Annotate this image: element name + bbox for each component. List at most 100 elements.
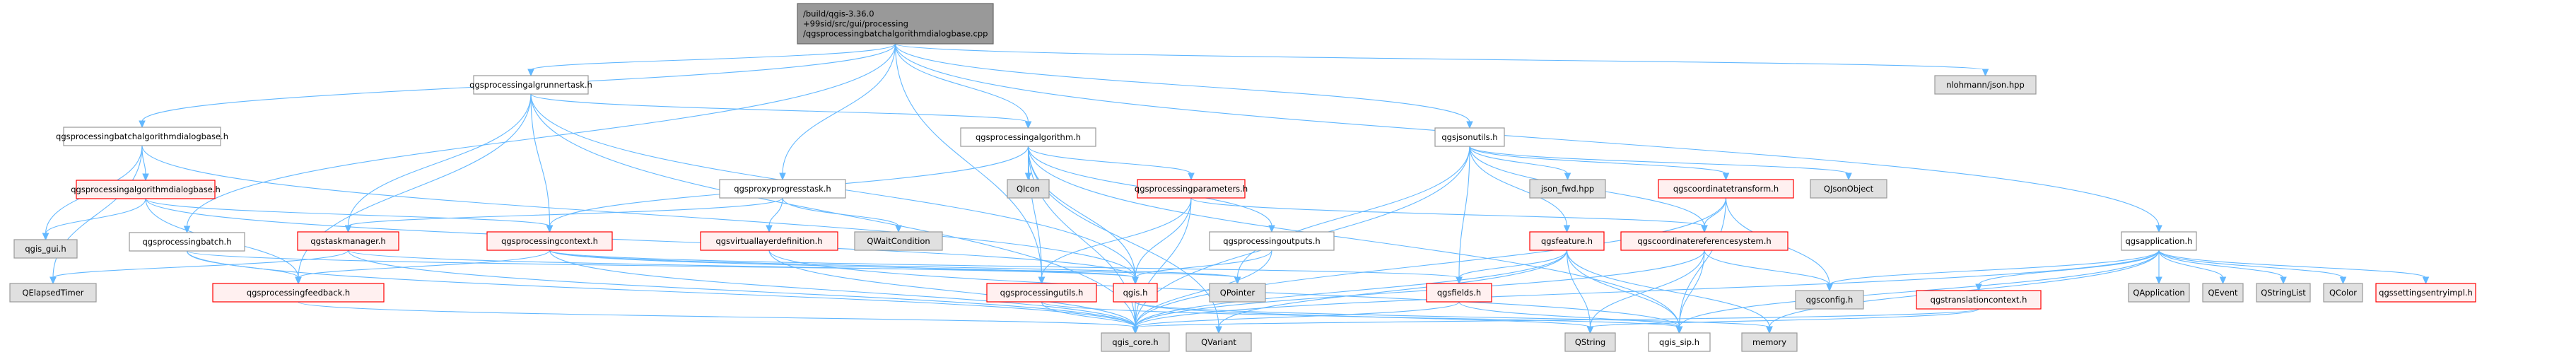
node-label: qgsapplication.h — [2126, 236, 2193, 246]
node-label: QWaitCondition — [867, 236, 930, 246]
graph-node-qjson[interactable]: QJsonObject — [1810, 179, 1887, 199]
node-box — [719, 179, 846, 199]
graph-node-translation[interactable]: qgstranslationcontext.h — [1916, 290, 2042, 310]
node-box — [297, 231, 399, 251]
graph-node-params[interactable]: qgsprocessingparameters.h — [1135, 179, 1248, 199]
graph-node-qgissip[interactable]: qgis_sip.h — [1648, 332, 1711, 352]
graph-node-alg[interactable]: qgsprocessingalgorithm.h — [960, 127, 1096, 147]
graph-node-nlohmann[interactable]: nlohmann/json.hpp — [1934, 75, 2037, 95]
graph-node-qvariant[interactable]: QVariant — [1185, 332, 1252, 352]
arrowhead-icon — [2219, 276, 2227, 285]
graph-node-coordtr[interactable]: qgscoordinatetransform.h — [1658, 179, 1794, 199]
node-box — [854, 231, 943, 251]
graph-node-putils[interactable]: qgsprocessingutils.h — [986, 283, 1097, 303]
arrowhead-icon — [2155, 225, 2162, 233]
node-box — [1648, 332, 1711, 352]
arrowhead-icon — [2422, 276, 2430, 285]
graph-node-batch[interactable]: qgsprocessingbatch.h — [129, 232, 245, 252]
graph-node-qstringlist[interactable]: QStringList — [2256, 283, 2311, 303]
graph-node-outputs[interactable]: qgsprocessingoutputs.h — [1209, 231, 1335, 251]
node-label: qgsprocessingparameters.h — [1135, 184, 1248, 194]
node-label: qgis_core.h — [1112, 337, 1158, 347]
edge-jsonutils-to-feature — [1469, 146, 1571, 233]
graph-node-qapplication[interactable]: QApplication — [2128, 283, 2190, 303]
edge-root-to-nlohmann — [894, 43, 1989, 77]
node-box — [1426, 283, 1492, 303]
edge-coordtr-to-qgiscore — [1132, 197, 1727, 334]
edge-batchdlgh-to-qelapsed — [49, 145, 143, 285]
graph-node-qgiscore[interactable]: qgis_core.h — [1101, 332, 1170, 352]
edge-algrunner-to-feedback — [295, 93, 532, 285]
node-box — [960, 127, 1096, 147]
arrowhead-icon — [1024, 172, 1032, 181]
graph-node-settingsimpl[interactable]: qgssettingsentryimpl.h — [2375, 283, 2476, 303]
graph-node-root[interactable]: /build/qgis-3.36.0+99sid/src/gui/process… — [797, 3, 994, 45]
edge-app-to-settingsimpl — [2158, 250, 2430, 285]
arrowhead-icon — [1586, 326, 1594, 334]
graph-node-qcolor[interactable]: QColor — [2323, 283, 2363, 303]
graph-node-qevent[interactable]: QEvent — [2202, 283, 2244, 303]
arrowhead-icon — [779, 172, 786, 181]
arrowhead-icon — [1722, 172, 1730, 181]
edge-proxy-to-taskmgr — [344, 197, 783, 233]
graph-node-qstring[interactable]: QString — [1564, 332, 1616, 352]
graph-node-memory[interactable]: memory — [1741, 332, 1798, 352]
graph-node-qwait[interactable]: QWaitCondition — [854, 231, 943, 251]
node-label: QJsonObject — [1824, 184, 1874, 194]
graph-node-taskmgr[interactable]: qgstaskmanager.h — [297, 231, 399, 251]
arrowhead-icon — [1701, 225, 1708, 233]
graph-node-batchdlgh[interactable]: qgsprocessingbatchalgorithmdialogbase.h — [56, 127, 228, 146]
graph-node-context[interactable]: qgsprocessingcontext.h — [486, 231, 613, 251]
arrowhead-icon — [1132, 326, 1139, 334]
arrowhead-icon — [527, 69, 534, 77]
arrowhead-icon — [895, 225, 902, 233]
graph-node-app[interactable]: qgsapplication.h — [2121, 231, 2197, 251]
node-box — [2256, 283, 2311, 303]
graph-node-qgsconfig[interactable]: qgsconfig.h — [1795, 290, 1864, 310]
graph-node-jsonfwd[interactable]: json_fwd.hpp — [1529, 179, 1606, 199]
node-label: qgsconfig.h — [1806, 295, 1854, 305]
graph-node-feedback[interactable]: qgsprocessingfeedback.h — [212, 283, 385, 303]
edge-batchdlgh-to-qgish — [141, 145, 1139, 285]
arrowhead-icon — [1234, 276, 1241, 285]
graph-node-qgisgui[interactable]: qgis_gui.h — [13, 239, 78, 259]
arrowhead-icon — [49, 276, 57, 285]
node-box — [2202, 283, 2244, 303]
edge-taskmgr-to-qelapsed — [49, 250, 349, 285]
node-box — [1658, 179, 1794, 199]
edge-translation-to-qstring — [1586, 308, 1979, 334]
nodes-layer: /build/qgis-3.36.0+99sid/src/gui/process… — [9, 3, 2476, 352]
edge-root-to-batch — [183, 43, 896, 234]
graph-node-crs[interactable]: qgscoordinatereferencesystem.h — [1620, 231, 1788, 251]
graph-node-jsonutils[interactable]: qgsjsonutils.h — [1434, 127, 1505, 147]
node-label: qgsprocessingutils.h — [1000, 288, 1084, 298]
arrowhead-icon — [1563, 225, 1571, 233]
edge-context-to-fields — [549, 250, 1463, 285]
edges-layer — [42, 43, 2430, 334]
node-box — [1934, 75, 2037, 95]
node-label: qgssettingsentryimpl.h — [2379, 288, 2473, 298]
graph-node-qicon[interactable]: QIcon — [1007, 179, 1050, 199]
graph-node-algdlg[interactable]: qgsprocessingalgorithmdialogbase.h — [71, 180, 221, 199]
graph-node-fields[interactable]: qgsfields.h — [1426, 283, 1492, 303]
graph-node-virtual[interactable]: qgsvirtuallayerdefinition.h — [700, 231, 838, 251]
edge-translation-to-qgiscore — [1132, 308, 1979, 334]
graph-node-qgish[interactable]: qgis.h — [1113, 283, 1158, 303]
graph-node-algrunner[interactable]: qgsprocessingalgrunnertask.h — [469, 75, 592, 95]
node-label: qgis.h — [1123, 288, 1148, 298]
graph-node-qelapsed[interactable]: QElapsedTimer — [9, 283, 97, 303]
arrowhead-icon — [295, 276, 302, 285]
node-box — [76, 180, 216, 199]
arrowhead-icon — [1845, 172, 1852, 181]
edge-outputs-to-qgish — [1132, 250, 1272, 285]
node-box — [2323, 283, 2363, 303]
graph-node-proxy[interactable]: qgsproxyprogresstask.h — [719, 179, 846, 199]
graph-node-feature[interactable]: qgsfeature.h — [1529, 231, 1605, 251]
node-label: qgsprocessingbatch.h — [143, 237, 232, 247]
node-label: qgsprocessingalgorithm.h — [976, 132, 1081, 142]
graph-node-qpointer[interactable]: QPointer — [1209, 283, 1266, 303]
arrowhead-icon — [1132, 276, 1139, 285]
node-label: qgsproxyprogresstask.h — [734, 184, 831, 194]
edge-alg-to-qgish — [1027, 146, 1139, 285]
node-box — [700, 231, 838, 251]
